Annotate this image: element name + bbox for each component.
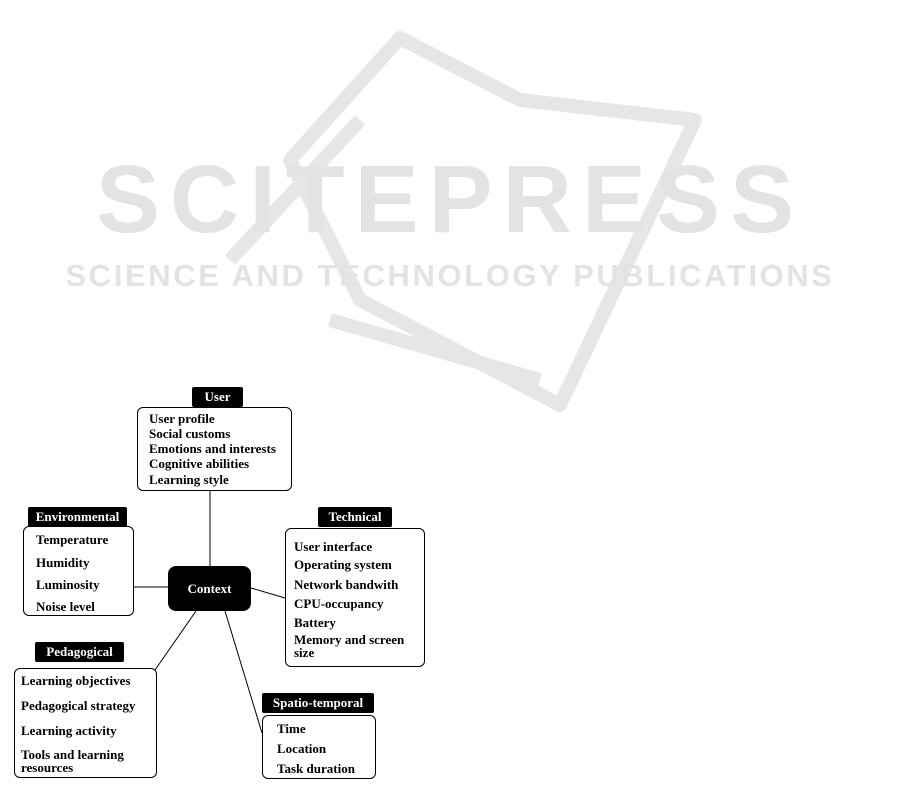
pedagogical-item-1: Learning objectives — [21, 673, 131, 688]
user-item-5: Learning style — [149, 472, 229, 487]
context-label: Context — [187, 580, 232, 596]
context-node: Context — [168, 566, 251, 611]
spatiotemporal-item-3: Task duration — [277, 761, 355, 776]
environmental-item-4: Noise level — [36, 599, 95, 614]
user-item-3: Emotions and interests — [149, 441, 276, 456]
watermark-subtitle: SCIENCE AND TECHNOLOGY PUBLICATIONS — [65, 258, 834, 293]
technical-title: Technical — [318, 507, 392, 527]
technical-item-1: User interface — [294, 539, 373, 554]
pedagogical-item-2: Pedagogical strategy — [21, 698, 136, 713]
technical-box: User interface Operating system Network … — [285, 528, 425, 667]
environmental-item-1: Temperature — [36, 532, 109, 547]
spatiotemporal-title: Spatio-temporal — [262, 693, 374, 713]
pedagogical-item-4: Tools and learning resources — [21, 747, 124, 775]
user-item-1: User profile — [149, 411, 215, 426]
environmental-item-2: Humidity — [36, 555, 90, 570]
pedagogical-title: Pedagogical — [35, 642, 124, 662]
watermark-title: SCITEPRESS — [96, 146, 804, 253]
user-item-4: Cognitive abilities — [149, 456, 250, 471]
spatiotemporal-box: Time Location Task duration — [262, 715, 376, 779]
spatiotemporal-item-1: Time — [277, 721, 306, 736]
user-title: User — [192, 387, 243, 407]
environmental-title: Environmental — [28, 507, 127, 527]
pedagogical-item-3: Learning activity — [21, 723, 117, 738]
connector-pedagogical — [154, 610, 197, 671]
connector-spatiotemporal — [224, 610, 263, 734]
technical-item-5: Battery — [294, 615, 336, 630]
user-item-2: Social customs — [149, 426, 231, 441]
technical-item-2: Operating system — [294, 557, 392, 572]
technical-item-4: CPU-occupancy — [294, 596, 384, 611]
scitepress-watermark: SCITEPRESS SCIENCE AND TECHNOLOGY PUBLIC… — [65, 31, 834, 412]
technical-item-3: Network bandwith — [294, 577, 399, 592]
user-box: User profile Social customs Emotions and… — [137, 407, 292, 491]
connector-technical — [250, 587, 286, 599]
technical-item-6: Memory and screen size — [294, 632, 405, 660]
environmental-item-3: Luminosity — [36, 577, 100, 592]
book-logo-icon — [224, 31, 702, 412]
pedagogical-box: Learning objectives Pedagogical strategy… — [14, 668, 157, 778]
environmental-box: Temperature Humidity Luminosity Noise le… — [23, 526, 134, 616]
spatiotemporal-item-2: Location — [277, 741, 327, 756]
